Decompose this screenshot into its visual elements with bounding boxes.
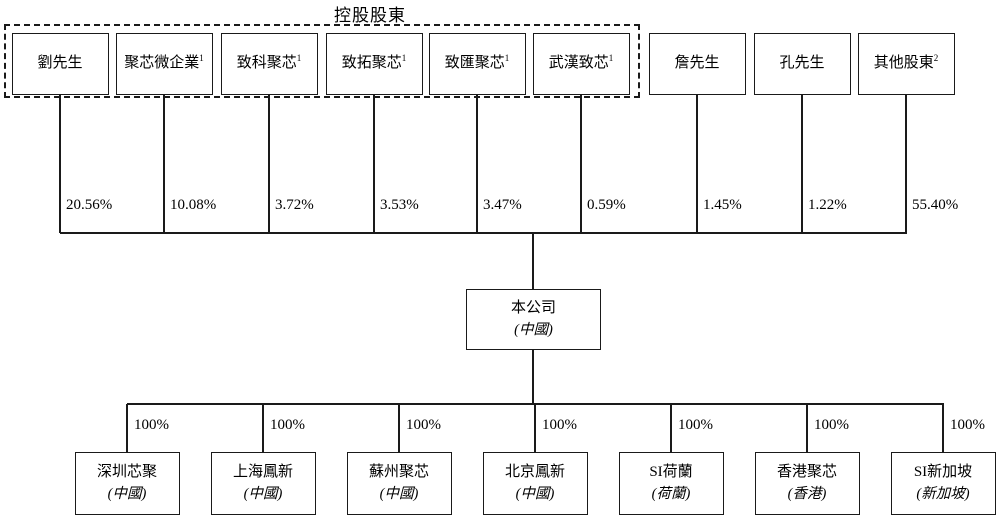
subsidiary-name: 香港聚芯 bbox=[776, 464, 837, 481]
subsidiary-connector-line bbox=[262, 404, 264, 452]
shareholder-box: 聚芯微企業1 bbox=[115, 33, 213, 95]
subsidiary-box: SI荷蘭 (荷蘭) bbox=[618, 452, 724, 515]
shareholder-connector-line bbox=[801, 95, 803, 233]
shareholder-connector-line bbox=[696, 95, 698, 233]
footnote-marker: 1 bbox=[401, 53, 407, 64]
controlling-shareholders-dashed-frame bbox=[4, 24, 640, 98]
subsidiary-box: SI新加坡 (新加坡) bbox=[890, 452, 996, 515]
footnote-marker: 1 bbox=[608, 53, 614, 64]
subsidiary-connector-line bbox=[670, 404, 672, 452]
shareholder-name: 詹先生 bbox=[674, 55, 720, 72]
shareholder-ownership-label: 3.47% bbox=[483, 197, 522, 213]
subsidiary-ownership-label: 100% bbox=[950, 417, 985, 433]
subsidiary-name: 上海鳳新 bbox=[232, 464, 293, 481]
company-outbound-line bbox=[532, 350, 534, 404]
footnote-marker: 1 bbox=[504, 53, 510, 64]
subsidiary-ownership-label: 100% bbox=[406, 417, 441, 433]
subsidiary-name: 北京鳳新 bbox=[504, 464, 565, 481]
subsidiary-box: 上海鳳新 (中國) bbox=[210, 452, 316, 515]
subsidiary-jurisdiction: (荷蘭) bbox=[651, 485, 691, 502]
shareholder-ownership-label: 3.53% bbox=[380, 197, 419, 213]
company-jurisdiction: (中國) bbox=[514, 321, 553, 338]
subsidiary-connector-line bbox=[398, 404, 400, 452]
subsidiary-box: 香港聚芯 (香港) bbox=[754, 452, 860, 515]
shareholder-ownership-label: 1.22% bbox=[808, 197, 847, 213]
footnote-marker: 1 bbox=[296, 53, 302, 64]
company-name: 本公司 bbox=[510, 300, 556, 317]
shareholder-connector-line bbox=[268, 95, 270, 233]
shareholder-connector-line bbox=[905, 95, 907, 233]
company-inbound-line bbox=[532, 233, 534, 289]
subsidiary-ownership-label: 100% bbox=[678, 417, 713, 433]
subsidiary-connector-line bbox=[942, 404, 944, 452]
subsidiary-connector-line bbox=[126, 404, 128, 452]
shareholder-name: 聚芯微企業1 bbox=[124, 53, 204, 72]
subsidiary-jurisdiction: (中國) bbox=[379, 485, 419, 502]
shareholder-bus-line bbox=[60, 232, 907, 234]
subsidiary-jurisdiction: (中國) bbox=[243, 485, 283, 502]
shareholder-ownership-label: 0.59% bbox=[587, 197, 626, 213]
shareholder-box: 致匯聚芯1 bbox=[428, 33, 526, 95]
subsidiary-ownership-label: 100% bbox=[542, 417, 577, 433]
shareholder-ownership-label: 20.56% bbox=[66, 197, 113, 213]
shareholder-box: 孔先生 bbox=[753, 33, 851, 95]
subsidiary-ownership-label: 100% bbox=[134, 417, 169, 433]
shareholder-ownership-label: 10.08% bbox=[170, 197, 217, 213]
subsidiary-jurisdiction: (香港) bbox=[787, 485, 827, 502]
shareholder-name: 致拓聚芯1 bbox=[341, 53, 407, 72]
controlling-shareholders-group-label: 控股股東 bbox=[334, 6, 406, 25]
subsidiary-jurisdiction: (中國) bbox=[515, 485, 555, 502]
shareholder-box: 詹先生 bbox=[648, 33, 746, 95]
shareholder-name: 孔先生 bbox=[779, 55, 825, 72]
subsidiary-name: 蘇州聚芯 bbox=[368, 464, 429, 481]
footnote-marker: 1 bbox=[199, 53, 204, 64]
shareholder-name: 武漢致芯1 bbox=[548, 53, 614, 72]
footnote-marker: 2 bbox=[933, 53, 939, 64]
subsidiary-bus-line bbox=[127, 403, 944, 405]
shareholder-connector-line bbox=[476, 95, 478, 233]
shareholder-name: 其他股東2 bbox=[873, 53, 939, 72]
shareholder-connector-line bbox=[163, 95, 165, 233]
shareholder-ownership-label: 1.45% bbox=[703, 197, 742, 213]
shareholder-box: 致科聚芯1 bbox=[220, 33, 318, 95]
shareholder-box: 武漢致芯1 bbox=[532, 33, 630, 95]
shareholder-connector-line bbox=[59, 95, 61, 233]
shareholder-connector-line bbox=[580, 95, 582, 233]
subsidiary-name: SI荷蘭 bbox=[649, 464, 693, 481]
subsidiary-ownership-label: 100% bbox=[814, 417, 849, 433]
subsidiary-jurisdiction: (新加坡) bbox=[916, 485, 970, 502]
shareholder-box: 其他股東2 bbox=[857, 33, 955, 95]
shareholder-box: 致拓聚芯1 bbox=[325, 33, 423, 95]
subsidiary-name: SI新加坡 bbox=[913, 464, 973, 481]
shareholder-name: 劉先生 bbox=[37, 55, 83, 72]
shareholder-ownership-label: 55.40% bbox=[912, 197, 959, 213]
subsidiary-name: 深圳芯聚 bbox=[96, 464, 157, 481]
shareholder-box: 劉先生 bbox=[11, 33, 109, 95]
subsidiary-box: 蘇州聚芯 (中國) bbox=[346, 452, 452, 515]
shareholder-ownership-label: 3.72% bbox=[275, 197, 314, 213]
company-box: 本公司 (中國) bbox=[466, 289, 601, 350]
subsidiary-box: 北京鳳新 (中國) bbox=[482, 452, 588, 515]
shareholder-name: 致科聚芯1 bbox=[236, 53, 302, 72]
subsidiary-connector-line bbox=[534, 404, 536, 452]
shareholder-name: 致匯聚芯1 bbox=[444, 53, 510, 72]
subsidiary-connector-line bbox=[806, 404, 808, 452]
shareholder-connector-line bbox=[373, 95, 375, 233]
subsidiary-ownership-label: 100% bbox=[270, 417, 305, 433]
subsidiary-box: 深圳芯聚 (中國) bbox=[74, 452, 180, 515]
subsidiary-jurisdiction: (中國) bbox=[107, 485, 147, 502]
